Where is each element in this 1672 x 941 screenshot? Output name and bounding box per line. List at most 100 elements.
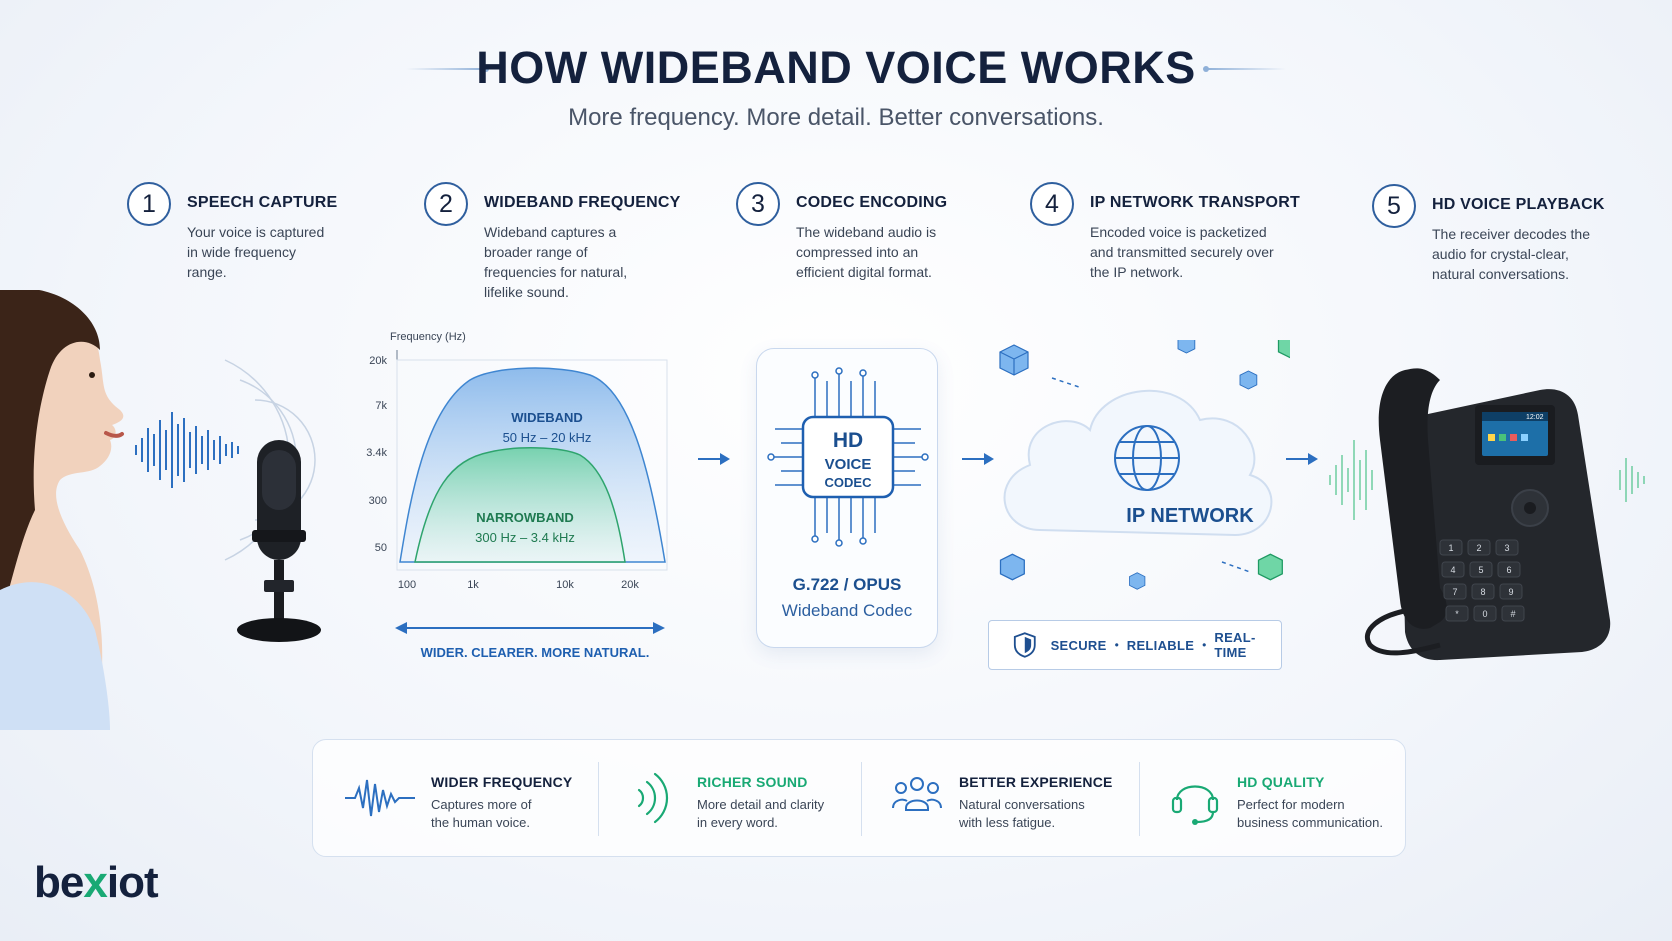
ip-network-cloud [999, 340, 1290, 590]
step-number: 2 [424, 182, 468, 226]
svg-text:1: 1 [1448, 543, 1453, 553]
feature-separator: • [1114, 638, 1119, 652]
ip-phone-illustration: 12:02 1 2 3 4 5 6 7 8 9 * 0 # [1329, 368, 1645, 661]
feature-secure: SECURE [1050, 637, 1107, 653]
phone-key: # [1501, 605, 1525, 622]
svg-text:7: 7 [1452, 587, 1457, 597]
feature-separator: • [1202, 638, 1207, 652]
benefit-hd-quality: HD QUALITY Perfect for modern business c… [1169, 740, 1399, 858]
data-cube-icon [1239, 370, 1258, 390]
phone-key: 3 [1495, 539, 1519, 556]
flow-arrow-icon [1286, 453, 1318, 465]
svg-text:2: 2 [1476, 543, 1481, 553]
x-tick-label: 100 [398, 579, 416, 591]
data-cube-icon [999, 553, 1025, 581]
chip-line-1: HD [833, 429, 863, 452]
phone-key: 0 [1473, 605, 1497, 622]
double-arrow-icon [395, 622, 665, 634]
y-tick-label: 7k [375, 400, 387, 412]
svg-text:6: 6 [1506, 565, 1511, 575]
chip-line-3: CODEC [825, 475, 873, 490]
narrowband-range: 300 Hz – 3.4 kHz [475, 530, 575, 545]
data-cube-icon [999, 344, 1029, 376]
phone-key: * [1445, 605, 1469, 622]
benefit-divider [1139, 762, 1140, 836]
sound-waves-icon [637, 772, 669, 824]
step-title: CODEC ENCODING [796, 194, 948, 211]
benefit-description: Natural conversations with less fatigue. [959, 797, 1085, 830]
y-tick-label: 50 [375, 542, 387, 554]
codec-chip-icon: HD VOICE CODEC [767, 367, 929, 547]
step-description: Encoded voice is packetized and transmit… [1090, 224, 1274, 280]
headset-icon [1171, 785, 1219, 825]
phone-cord [1365, 607, 1441, 656]
svg-text:5: 5 [1478, 565, 1483, 575]
phone-keypad: 1 2 3 4 5 6 7 8 9 * 0 # [1439, 539, 1525, 622]
step-number: 4 [1030, 182, 1074, 226]
phone-key: 1 [1439, 539, 1463, 556]
data-cube-icon [1257, 553, 1283, 581]
ip-network-label: IP NETWORK [1126, 505, 1254, 527]
feature-reliable: RELIABLE [1126, 637, 1195, 653]
benefit-title: WIDER FREQUENCY [431, 774, 573, 790]
microphone-icon [237, 440, 321, 642]
x-tick-label: 1k [467, 579, 479, 591]
globe-icon [1114, 425, 1180, 491]
person-image [0, 290, 124, 730]
benefit-description: Perfect for modern business communicatio… [1237, 797, 1383, 830]
phone-key: 9 [1499, 583, 1523, 600]
wideband-label: WIDEBAND [511, 410, 583, 425]
y-tick-label: 20k [369, 355, 387, 367]
step-title: WIDEBAND FREQUENCY [484, 194, 681, 211]
narrowband-area [414, 447, 626, 563]
step-number: 3 [736, 182, 780, 226]
data-cube-icon [1277, 340, 1290, 359]
phone-screen-time: 12:02 [1526, 414, 1544, 421]
codec-subtitle: Wideband Codec [781, 601, 913, 620]
voice-waveform-icon [135, 412, 239, 488]
benefit-title: RICHER SOUND [697, 774, 808, 790]
narrowband-label: NARROWBAND [476, 510, 574, 525]
svg-text:3: 3 [1504, 543, 1509, 553]
benefit-divider [861, 762, 862, 836]
cloud-icon [1003, 389, 1273, 537]
benefit-description: Captures more of the human voice. [431, 797, 532, 830]
beziot-logo: bexiot [34, 858, 159, 907]
step-description: The wideband audio is compressed into an… [796, 224, 937, 280]
phone-key: 4 [1441, 561, 1465, 578]
phone-key: 5 [1469, 561, 1493, 578]
phone-key: 8 [1471, 583, 1495, 600]
benefit-title: HD QUALITY [1237, 774, 1325, 790]
flow-arrow-icon [962, 453, 994, 465]
svg-text:#: # [1510, 609, 1515, 619]
chart-ylabel: Frequency (Hz) [390, 331, 466, 343]
waveform-icon [345, 779, 415, 817]
step-title: SPEECH CAPTURE [187, 194, 338, 211]
handset-icon [1378, 368, 1447, 629]
svg-text:4: 4 [1450, 565, 1455, 575]
benefit-wider-frequency: WIDER FREQUENCY Captures more of the hum… [345, 740, 595, 858]
step-number: 1 [127, 182, 171, 226]
y-tick-label: 300 [369, 495, 387, 507]
feature-real-time: REAL-TIME [1214, 630, 1256, 660]
benefit-title: BETTER EXPERIENCE [959, 774, 1113, 790]
x-tick-label: 20k [621, 579, 639, 591]
chip-line-2: VOICE [825, 456, 872, 473]
benefits-bar: WIDER FREQUENCY Captures more of the hum… [312, 739, 1406, 857]
svg-text:0: 0 [1482, 609, 1487, 619]
svg-text:8: 8 [1480, 587, 1485, 597]
codec-card: HD VOICE CODEC G.722 / OPUS Wideband Cod… [756, 348, 938, 648]
flow-arrow-icon [698, 453, 730, 465]
svg-text:9: 9 [1508, 587, 1513, 597]
benefit-divider [598, 762, 599, 836]
phone-key: 6 [1497, 561, 1521, 578]
data-cube-icon [1177, 340, 1196, 354]
page-title: HOW WIDEBAND VOICE WORKS [476, 42, 1196, 93]
codec-name: G.722 / OPUS [792, 575, 902, 594]
step-description: The receiver decodes the audio for cryst… [1432, 226, 1590, 282]
step-description: Wideband captures a broader range of fre… [484, 224, 628, 300]
step-description: Your voice is captured in wide frequency… [187, 224, 325, 280]
